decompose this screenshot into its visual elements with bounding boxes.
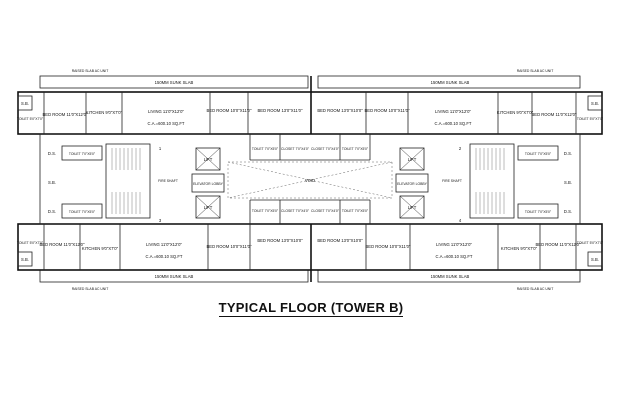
label-sunk-slab-bottom-right: 150MM SUNK SLAB — [431, 274, 470, 279]
sb-box-tl — [17, 95, 33, 111]
label-bedroom-9: BED ROOM 13'0"X10'0" — [257, 238, 303, 243]
label-num-1: 1 — [159, 146, 162, 151]
label-bedroom-5: BED ROOM 10'0"X11'0" — [365, 108, 411, 113]
label-fire-shaft-1: FIRE SHAFT — [158, 179, 178, 183]
sb-box-tr — [587, 95, 603, 111]
label-num-2: 2 — [459, 146, 462, 151]
stair-left — [105, 143, 151, 219]
plan-labels: 150MM SUNK SLAB 150MM SUNK SLAB 150MM SU… — [17, 69, 604, 291]
label-lobby-2: ELEVATOR LOBBY — [397, 182, 428, 186]
label-bedroom-2: BED ROOM 10'0"X11'0" — [207, 108, 253, 113]
label-kitchen-2: KITCHEN 9'0"X7'0" — [497, 110, 534, 115]
label-toilet-2: TOILET 7'0"X5'0" — [252, 147, 279, 151]
label-ca-1: C.A.=600.10 SQ.FT — [148, 121, 185, 126]
label-sb-br: S.B. — [591, 257, 599, 262]
label-closet-3: CLOSET 7'0"X4'0" — [281, 209, 310, 213]
plan-walls — [17, 75, 603, 283]
lobby-box-2 — [395, 173, 429, 193]
label-ac-unit-tr: RAISED SLAB AC UNIT — [517, 69, 554, 73]
label-ca-2: C.A.=600.10 SQ.FT — [435, 121, 472, 126]
label-closet-2: CLOSET 7'0"X4'0" — [311, 147, 340, 151]
label-fire-shaft-2: FIRE SHAFT — [442, 179, 462, 183]
label-sunk-slab-bottom-left: 150MM SUNK SLAB — [155, 274, 194, 279]
label-toilet-9: TOILET 5'0"X7'0" — [17, 241, 44, 245]
label-bedroom-3: BED ROOM 13'0"X11'0" — [258, 108, 304, 113]
lift-shaft-4 — [399, 195, 425, 219]
lobby-box-1 — [191, 173, 225, 193]
stair-right — [469, 143, 515, 219]
label-lift-1: LIFT — [204, 157, 213, 162]
label-ac-unit-br: RAISED SLAB AC UNIT — [517, 287, 554, 291]
core-toilet-box-tl — [61, 145, 103, 161]
label-bedroom-1: BED ROOM 11'0"X12'0" — [43, 112, 89, 117]
label-ac-unit-tl: RAISED SLAB AC UNIT — [72, 69, 109, 73]
floor-plan-title: TYPICAL FLOOR (TOWER B) — [0, 300, 622, 317]
label-lift-3: LIFT — [408, 157, 417, 162]
label-sunk-slab-top-left: 150MM SUNK SLAB — [155, 80, 194, 85]
label-sb-ml: S.B. — [48, 180, 56, 185]
lift-shaft-2 — [195, 195, 221, 219]
label-sb-bl: S.B. — [21, 257, 29, 262]
label-bedroom-4: BED ROOM 13'0"X10'0" — [317, 108, 363, 113]
label-toilet-3: TOILET 7'0"X5'0" — [342, 147, 369, 151]
label-ca-4: C.A.=600.10 SQ.FT — [436, 254, 473, 259]
label-bedroom-7: BED ROOM 11'0"X12'0" — [40, 242, 86, 247]
label-ca-3: C.A.=600.10 SQ.FT — [146, 254, 183, 259]
core-toilet-box-tr — [517, 145, 559, 161]
label-toilet-11: TOILET 7'0"X5'0" — [342, 209, 369, 213]
sb-box-bl — [17, 251, 33, 267]
label-toilet-8: TOILET 7'0"X5'0" — [525, 210, 552, 214]
label-toilet-12: TOILET 5'0"X7'0" — [577, 241, 604, 245]
core-zone — [39, 133, 581, 225]
label-closet-1: CLOSET 7'0"X4'0" — [281, 147, 310, 151]
label-bedroom-10: BED ROOM 13'0"X10'0" — [317, 238, 363, 243]
sb-box-br — [587, 251, 603, 267]
label-toilet-1: TOILET 5'0"X7'0" — [17, 117, 44, 121]
label-kitchen-1: KITCHEN 9'0"X7'0" — [86, 110, 123, 115]
top-slab-left — [39, 75, 309, 89]
label-ac-unit-bl: RAISED SLAB AC UNIT — [72, 287, 109, 291]
label-bedroom-8: BED ROOM 10'0"X11'0" — [207, 244, 253, 249]
label-sb-tr: S.B. — [591, 101, 599, 106]
lift-shaft-1 — [195, 147, 221, 171]
void-area — [227, 161, 393, 199]
label-lift-4: LIFT — [408, 205, 417, 210]
label-toilet-7: TOILET 7'0"X5'0" — [525, 152, 552, 156]
label-toilet-5: TOILET 7'0"X5'0" — [69, 152, 96, 156]
label-closet-4: CLOSET 7'0"X4'0" — [311, 209, 340, 213]
label-ds-3: D.S. — [564, 151, 572, 156]
label-toilet-6: TOILET 7'0"X5'0" — [69, 210, 96, 214]
label-bedroom-11: BED ROOM 10'0"X11'0" — [366, 244, 412, 249]
label-void: VOID — [305, 178, 315, 183]
label-ds-2: D.S. — [48, 209, 56, 214]
floor-plan-title-text: TYPICAL FLOOR (TOWER B) — [218, 300, 404, 317]
label-lobby-1: ELEVATOR LOBBY — [193, 182, 224, 186]
label-sb-tl: S.B. — [21, 101, 29, 106]
label-lift-2: LIFT — [204, 205, 213, 210]
label-bedroom-6: BED ROOM 11'0"X12'0" — [532, 112, 578, 117]
label-bedroom-12: BED ROOM 11'0"X12'0" — [536, 242, 582, 247]
top-slab-right — [317, 75, 581, 89]
core-toilet-box-bl — [61, 203, 103, 219]
label-living-2: LIVING 11'0"X12'0" — [435, 109, 471, 114]
core-toilet-box-br — [517, 203, 559, 219]
lift-shaft-3 — [399, 147, 425, 171]
label-living-4: LIVING 11'0"X12'0" — [436, 242, 472, 247]
label-ds-4: D.S. — [564, 209, 572, 214]
label-living-3: LIVING 11'0"X12'0" — [146, 242, 182, 247]
label-num-3: 3 — [159, 218, 162, 223]
label-living-1: LIVING 11'0"X12'0" — [148, 109, 184, 114]
label-toilet-4: TOILET 5'0"X7'0" — [577, 117, 604, 121]
label-kitchen-3: KITCHEN 9'0"X7'0" — [82, 246, 119, 251]
label-sunk-slab-top-right: 150MM SUNK SLAB — [431, 80, 470, 85]
label-num-4: 4 — [459, 218, 462, 223]
label-ds-1: D.S. — [48, 151, 56, 156]
label-kitchen-4: KITCHEN 9'0"X7'0" — [501, 246, 538, 251]
label-sb-mr: S.B. — [564, 180, 572, 185]
label-toilet-10: TOILET 7'0"X5'0" — [252, 209, 279, 213]
